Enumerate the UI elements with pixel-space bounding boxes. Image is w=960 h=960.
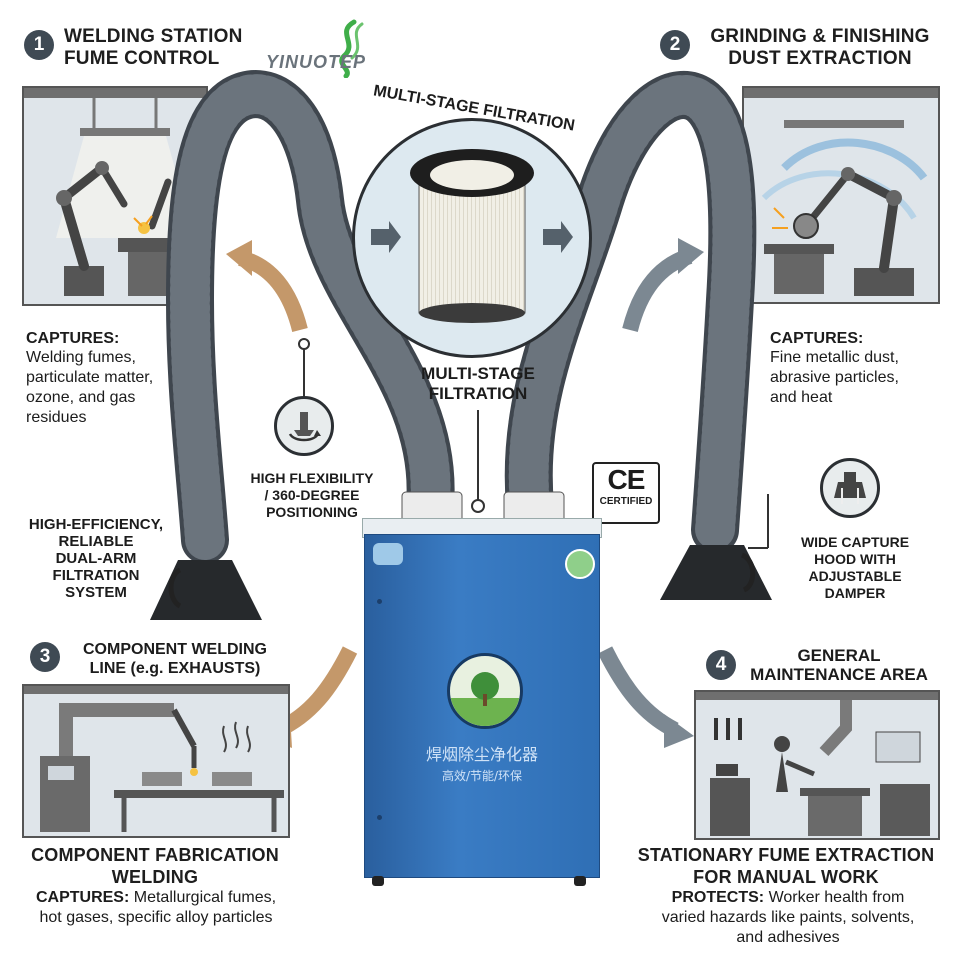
caster-right <box>574 876 586 886</box>
section-2-title: GRINDING & FINISHING DUST EXTRACTION <box>710 26 930 69</box>
system-label: HIGH-EFFICIENCY, RELIABLE DUAL-ARM FILTR… <box>28 516 164 601</box>
damper-icon <box>820 458 880 518</box>
section-1-number: 1 <box>24 30 54 60</box>
brand-logo-text: YINUOTEP <box>266 52 367 72</box>
section-1-captures: CAPTURES: Welding fumes, particulate mat… <box>26 330 154 426</box>
brand-logo: YINUOTEP <box>266 18 406 79</box>
section-3-bottom-title: COMPONENT FABRICATION WELDING <box>31 845 279 887</box>
filter-cartridge-circle <box>352 118 592 358</box>
filter-label: MULTI-STAGE FILTRATION <box>421 364 535 403</box>
hood-label: WIDE CAPTURE HOOD WITH ADJUSTABLE DAMPER <box>800 534 910 601</box>
caster-left <box>372 876 384 886</box>
section-2-number: 2 <box>660 30 690 60</box>
section-4-bottom-title: STATIONARY FUME EXTRACTION FOR MANUAL WO… <box>637 845 935 887</box>
cabinet-logo-emblem <box>447 653 523 729</box>
ce-certified-badge: CE CERTIFIED <box>592 462 660 524</box>
section-4-number: 4 <box>706 650 736 680</box>
cabinet-subtitle-cn: 高效/节能/环保 <box>441 769 523 783</box>
section-4-title: GENERAL MAINTENANCE AREA <box>750 646 928 684</box>
section-3-captures: CAPTURES: Metallurgical fumes, hot gases… <box>35 889 277 926</box>
section-3-title: COMPONENT WELDING LINE (e.g. EXHAUSTS) <box>83 641 267 677</box>
flexibility-label: HIGH FLEXIBILITY / 360-DEGREE POSITIONIN… <box>250 470 374 520</box>
section-3-number: 3 <box>30 642 60 672</box>
cabinet-sticker-right <box>565 549 595 579</box>
cabinet-sticker-left <box>373 543 403 565</box>
grinding-station-illustration <box>742 86 940 304</box>
section-1-title: WELDING STATION FUME CONTROL <box>64 26 243 69</box>
rotation-icon <box>274 396 334 456</box>
section-2-captures: CAPTURES: Fine metallic dust, abrasive p… <box>770 330 899 406</box>
cabinet-title-cn: 焊烟除尘净化器 <box>425 745 538 764</box>
component-welding-illustration <box>22 684 290 838</box>
maintenance-area-illustration <box>694 690 940 840</box>
section-4-protects: PROTECTS: Worker health from varied haza… <box>661 889 915 946</box>
fume-extractor-cabinet: 焊烟除尘净化器 高效/节能/环保 <box>364 534 600 878</box>
